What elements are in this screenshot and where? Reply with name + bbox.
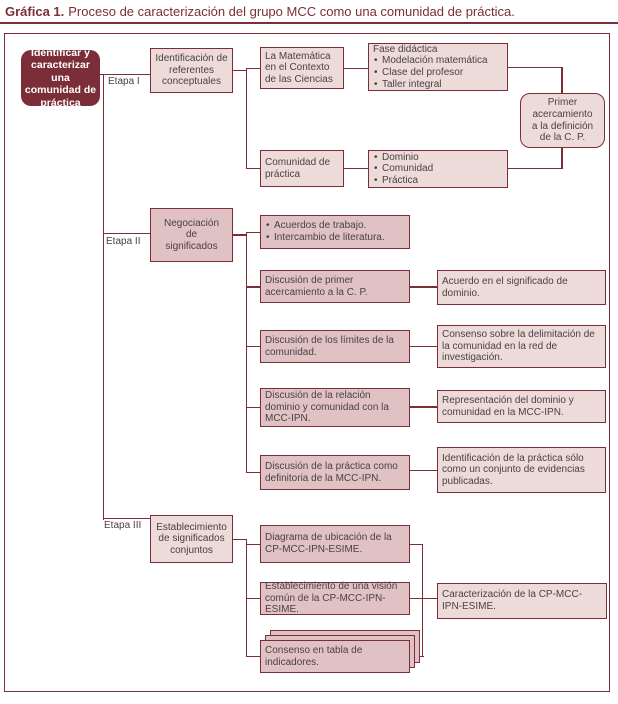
connector-line (247, 231, 260, 233)
connector-line (245, 231, 247, 473)
acuerdos-bullet: Acuerdos de trabajo. (265, 220, 405, 232)
root-node: Identificar y caracterizar una comunidad… (21, 47, 100, 109)
fase-didactica-title: Fase didáctica (373, 43, 438, 55)
consenso-indicadores-box: Consenso en tabla de indicadores. (260, 640, 410, 673)
cp-bullet: Comunidad (373, 163, 503, 175)
connector-line (343, 167, 368, 169)
discussion-box: Discusión de la práctica como definitori… (260, 455, 410, 490)
connector-line (507, 167, 562, 169)
acuerdos-box: Acuerdos de trabajo. Intercambio de lite… (260, 215, 410, 249)
etapa1-stage-box: Identificación de referentes conceptuale… (150, 48, 233, 93)
comunidad-practica-box: Comunidad de práctica (260, 150, 344, 187)
figure-caption-label: Gráfica 1. (5, 4, 65, 19)
fase-bullet: Clase del profesor (373, 67, 503, 79)
connector-line (247, 67, 260, 69)
outcome-box: Acuerdo en el significado de dominio. (437, 270, 606, 305)
connector-line (410, 345, 437, 347)
connector-line (245, 68, 247, 169)
cp-bullet: Dominio (373, 152, 503, 164)
discussion-box: Discusión de los límites de la comunidad… (260, 330, 410, 363)
fase-bullet: Taller integral (373, 79, 503, 91)
connector-line (247, 406, 260, 408)
connector-line (410, 406, 437, 408)
vision-comun-box: Establecimiento de una visión común de l… (260, 581, 410, 615)
connector-line (561, 148, 563, 169)
connector-line (233, 538, 247, 540)
fase-bullet: Modelación matemática (373, 55, 503, 67)
connector-line (247, 543, 260, 545)
connector-line (102, 232, 150, 234)
outcome-box: Representación del dominio y comunidad e… (437, 390, 606, 423)
connector-line (410, 469, 437, 471)
connector-line (410, 543, 423, 545)
connector-line (247, 286, 260, 288)
connector-line (247, 597, 260, 599)
stage-label-etapa-3: Etapa III (104, 520, 142, 531)
consenso-stack: Consenso en tabla de indicadores. (260, 630, 421, 674)
figure-caption-text: Proceso de caracterización del grupo MCC… (68, 4, 515, 19)
discussion-box: Discusión de primer acercamiento a la C.… (260, 270, 410, 303)
matematica-contexto-box: La Matemática en el Contexto de las Cien… (260, 47, 344, 89)
caption-underline (0, 22, 618, 24)
fase-didactica-box: Fase didáctica Modelación matemática Cla… (368, 43, 508, 91)
connector-line (233, 234, 247, 236)
connector-line (247, 345, 260, 347)
connector-line (102, 517, 150, 519)
outcome-box: Consenso sobre la delimitación de la com… (437, 325, 606, 368)
connector-line (247, 471, 260, 473)
connector-line (247, 655, 260, 657)
connector-line (245, 538, 247, 657)
cp-elementos-box: Dominio Comunidad Práctica (368, 150, 508, 188)
connector-line (410, 597, 437, 599)
connector-line (99, 73, 150, 75)
connector-line (561, 66, 563, 94)
connector-line (247, 167, 260, 169)
diagrama-ubicacion-box: Diagrama de ubicación de la CP-MCC-IPN-E… (260, 525, 410, 563)
connector-line (343, 67, 368, 69)
connector-line (418, 655, 424, 657)
connector-line (421, 543, 423, 657)
caracterizacion-box: Caracterización de la CP-MCC-IPN-ESIME. (437, 583, 607, 619)
connector-spine (102, 73, 104, 520)
discussion-box: Discusión de la relación dominio y comun… (260, 388, 410, 427)
stage-label-etapa-1: Etapa I (108, 76, 140, 87)
primer-acercamiento-box: Primer acercamiento a la definición de l… (520, 93, 605, 148)
etapa2-stage-box: Negociación de significados (150, 208, 233, 262)
connector-line (233, 69, 247, 71)
etapa3-stage-box: Establecimiento de significados conjunto… (150, 515, 233, 563)
acuerdos-bullet: Intercambio de literatura. (265, 232, 405, 244)
connector-line (410, 286, 437, 288)
figure-caption: Gráfica 1.Proceso de caracterización del… (5, 4, 515, 19)
stage-label-etapa-2: Etapa II (106, 236, 141, 247)
connector-line (507, 66, 562, 68)
cp-bullet: Práctica (373, 175, 503, 187)
outcome-box: Identificación de la práctica sólo como … (437, 447, 606, 493)
